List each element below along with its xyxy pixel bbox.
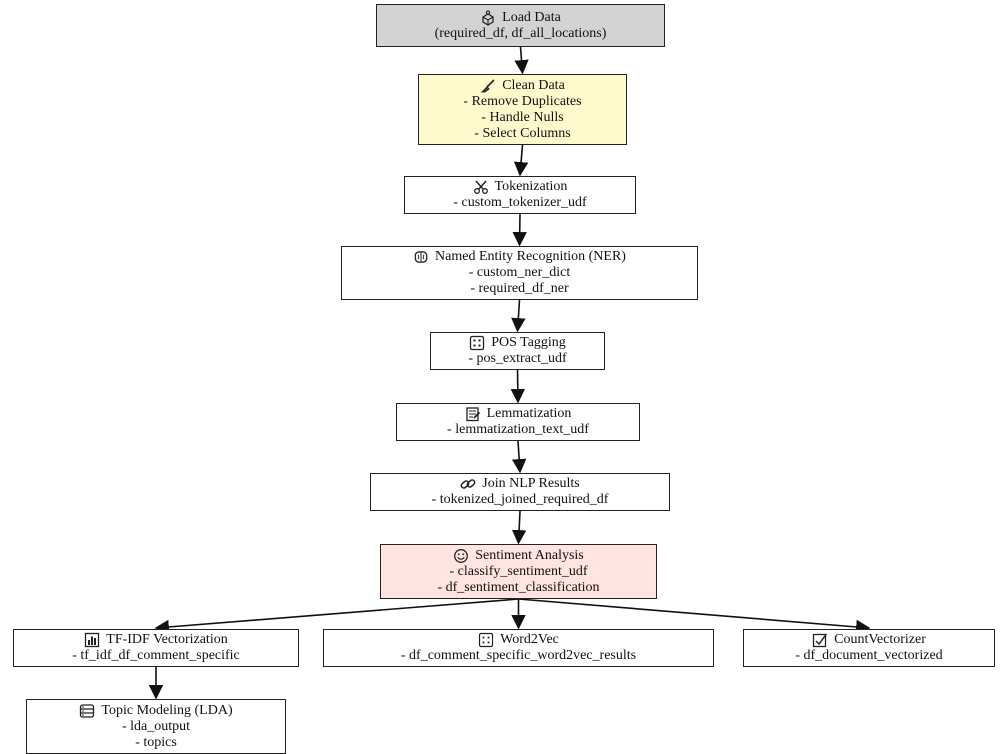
node-detail: - required_df_ner <box>470 281 569 296</box>
node-title: Load Data <box>502 9 561 25</box>
dots-grid-icon <box>478 632 494 648</box>
node-detail: - Select Columns <box>474 125 571 141</box>
node-title: Named Entity Recognition (NER) <box>435 249 626 264</box>
database-icon <box>79 703 95 719</box>
grid-icon <box>469 335 485 351</box>
edge-token-to-ner <box>512 213 527 247</box>
node-detail: - tokenized_joined_required_df <box>431 492 609 507</box>
package-icon <box>480 9 496 26</box>
node-detail: - lda_output <box>121 718 191 734</box>
scissors-icon <box>473 179 489 195</box>
node-title: Tokenization <box>494 179 568 194</box>
node-detail: - custom_tokenizer_udf <box>453 195 587 210</box>
node-load-data: Load Data (required_df, df_all_locations… <box>376 4 665 47</box>
node-detail: - df_sentiment_classification <box>437 579 600 595</box>
node-detail: - tf_idf_df_comment_specific <box>72 648 240 663</box>
broom-icon <box>480 78 496 94</box>
node-detail: - lemmatization_text_udf <box>447 422 589 437</box>
node-count-vectorizer: CountVectorizer - df_document_vectorized <box>743 629 995 667</box>
node-clean-data: Clean Data - Remove Duplicates - Handle … <box>418 74 627 145</box>
edge-pos-to-lemma <box>510 369 525 404</box>
node-title: POS Tagging <box>491 335 566 350</box>
node-join-nlp-results: Join NLP Results - tokenized_joined_requ… <box>370 473 670 511</box>
checkbox-icon <box>812 632 828 648</box>
node-title: Clean Data <box>502 77 565 93</box>
memo-icon <box>465 406 481 422</box>
node-title: CountVectorizer <box>834 632 926 647</box>
node-detail: (required_df, df_all_locations) <box>434 25 607 41</box>
node-title: Join NLP Results <box>482 476 580 491</box>
edge-join-to-sent <box>511 510 527 545</box>
node-lemmatization: Lemmatization - lemmatization_text_udf <box>396 403 640 441</box>
brain-icon <box>413 249 429 265</box>
node-title: Lemmatization <box>486 406 572 421</box>
node-title: Sentiment Analysis <box>475 547 584 563</box>
node-detail: - custom_ner_dict <box>468 265 571 280</box>
node-sentiment-analysis: Sentiment Analysis - classify_sentiment_… <box>380 544 657 599</box>
node-tf-idf-vectorization: TF-IDF Vectorization - tf_idf_df_comment… <box>13 629 299 667</box>
node-detail: - df_comment_specific_word2vec_results <box>400 648 637 663</box>
node-detail: - Remove Duplicates <box>463 93 582 109</box>
link-icon <box>460 476 476 492</box>
node-pos-tagging: POS Tagging - pos_extract_udf <box>430 332 605 370</box>
node-title: Topic Modeling (LDA) <box>101 702 233 718</box>
smiley-icon <box>453 548 469 564</box>
node-topic-modeling-lda: Topic Modeling (LDA) - lda_output - topi… <box>26 699 286 754</box>
node-title: Word2Vec <box>500 632 559 647</box>
node-title: TF-IDF Vectorization <box>106 632 228 647</box>
node-detail: - classify_sentiment_udf <box>449 563 588 579</box>
edge-sent-to-cv <box>518 598 871 635</box>
node-named-entity-recognition: Named Entity Recognition (NER) - custom_… <box>341 246 698 300</box>
edge-load-to-clean <box>514 46 529 75</box>
bar-chart-icon <box>84 632 100 648</box>
edge-ner-to-pos <box>511 299 526 333</box>
node-detail: - Handle Nulls <box>481 109 564 125</box>
edge-lemma-to-join <box>511 440 527 474</box>
node-detail: - df_document_vectorized <box>795 648 943 663</box>
edge-sent-to-tfidf <box>154 598 519 635</box>
edge-clean-to-token <box>513 144 529 177</box>
node-tokenization: Tokenization - custom_tokenizer_udf <box>404 176 636 214</box>
node-detail: - pos_extract_udf <box>468 351 567 366</box>
node-detail: - topics <box>135 734 177 750</box>
node-word2vec: Word2Vec - df_comment_specific_word2vec_… <box>323 629 714 667</box>
